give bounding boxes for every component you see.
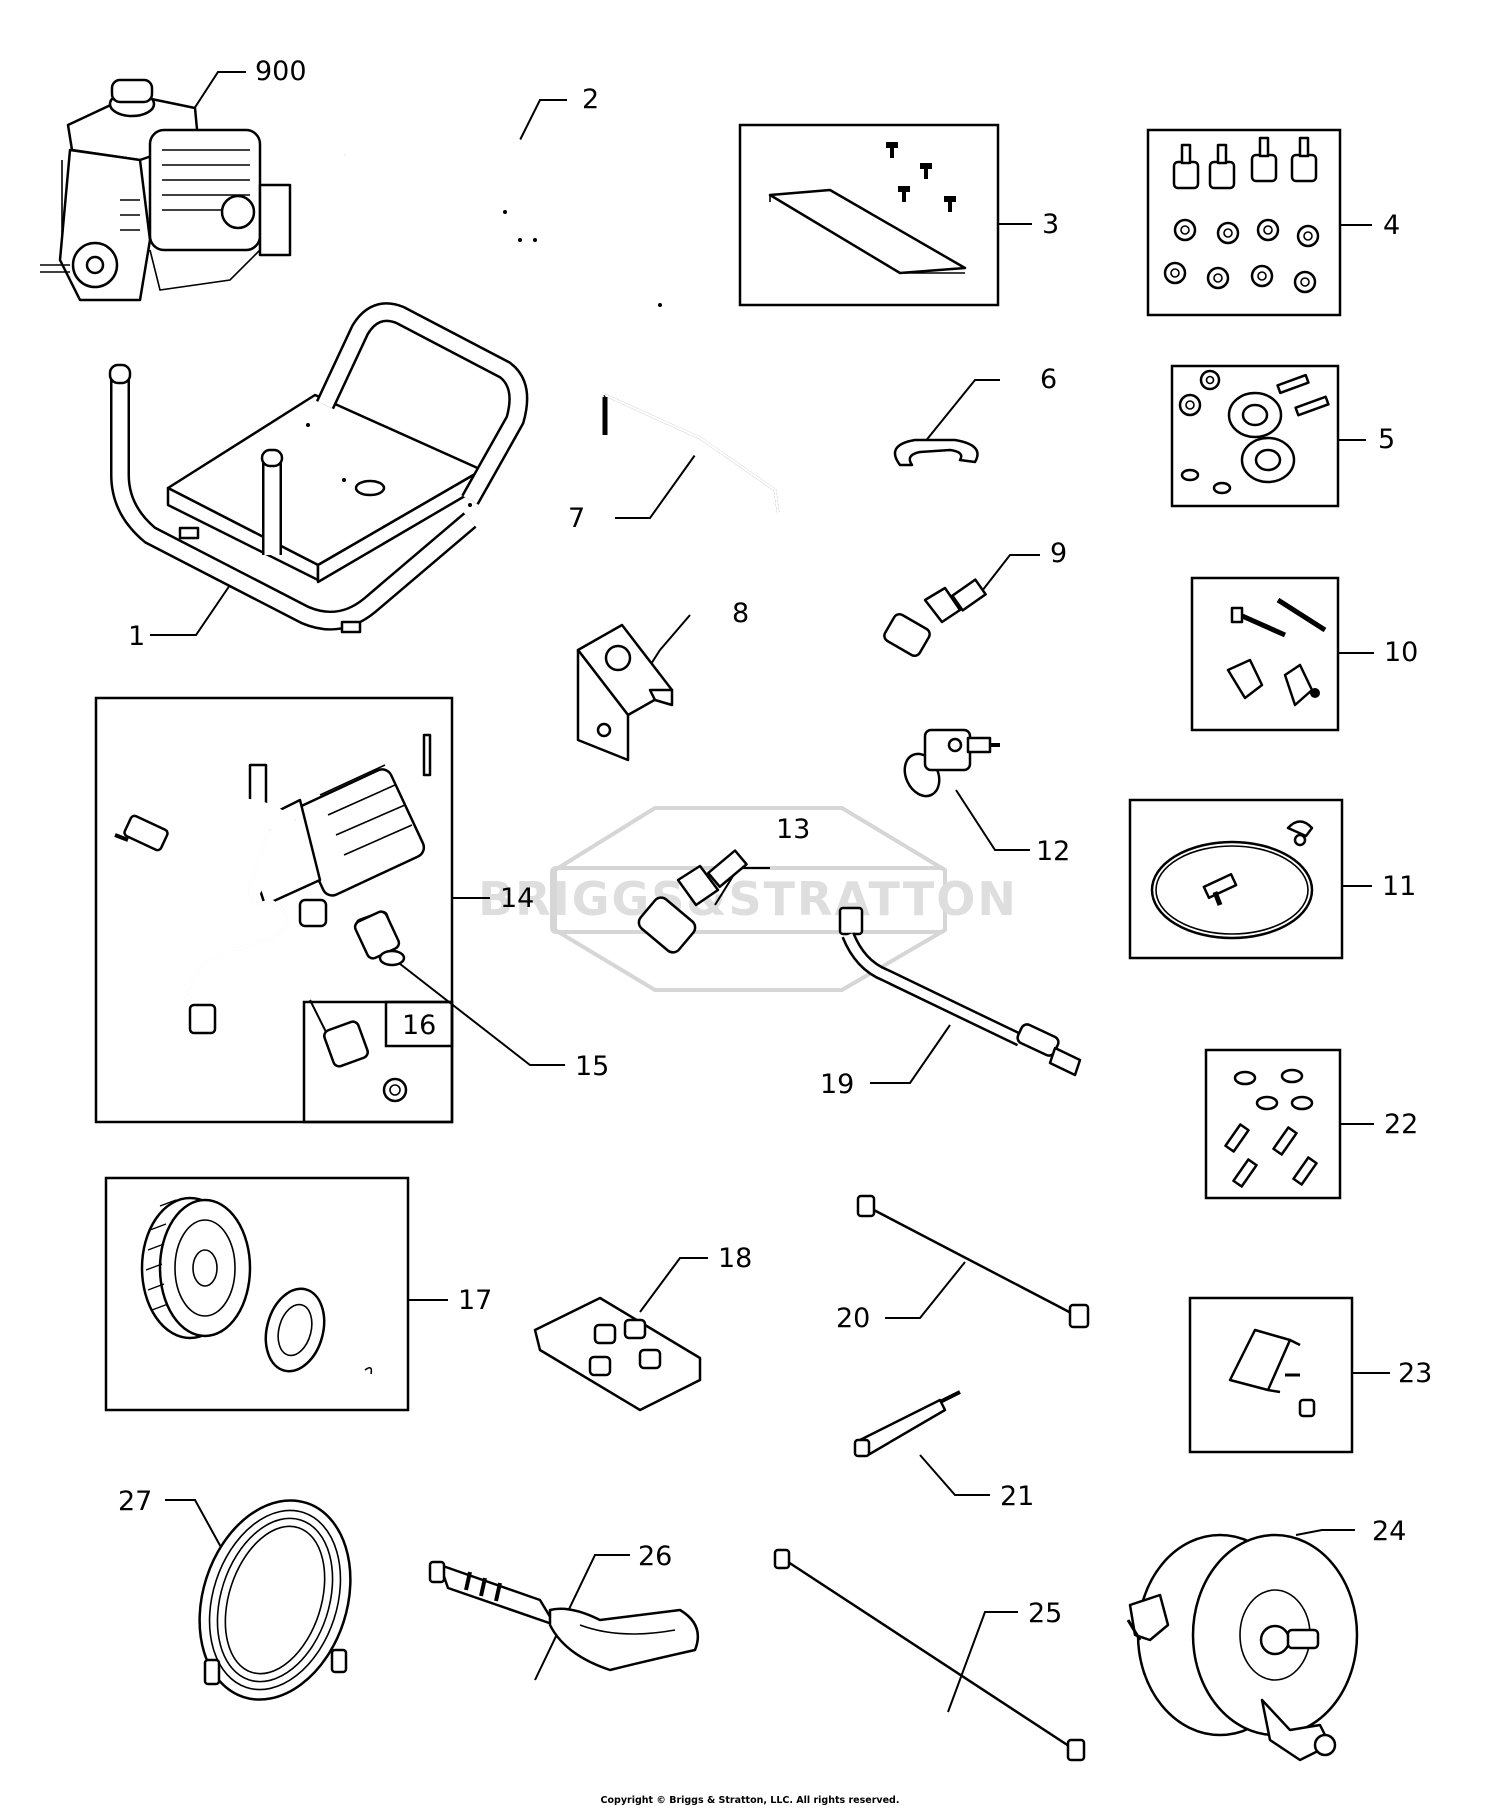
bolts-knobs-drawing [1226,597,1327,707]
part-label: 21 [1000,1481,1034,1512]
part-label: 26 [638,1541,672,1572]
part-label: 17 [458,1285,492,1316]
part-label: 23 [1398,1358,1432,1389]
wheel-drawing [140,1196,373,1375]
wheel-hardware-drawing [1178,369,1330,495]
wand-25-drawing [773,1548,1086,1762]
box-part-23 [1188,1296,1354,1454]
nozzle-bag-drawing [533,1296,702,1412]
part-label: 6 [1040,364,1057,395]
part-label: 16 [402,1010,436,1041]
part-label: 2 [582,84,599,115]
hose-assembly-drawing [838,906,1082,1077]
fitting-13-drawing [637,849,748,954]
hardware-22-drawing [1224,1068,1318,1188]
bracket-drawing [576,623,674,762]
mounts-nuts-drawing [1163,136,1320,294]
part-label: 9 [1050,538,1067,569]
part-label: 22 [1384,1109,1418,1140]
part-label: 5 [1378,424,1395,455]
part-label: 14 [500,883,534,914]
engine-drawing [40,78,292,302]
part-label: 15 [575,1051,609,1082]
plate-screws-drawing [768,142,967,275]
part-label: 7 [568,503,585,534]
fitting-15-drawing [353,910,406,967]
copyright-notice: Copyright © Briggs & Stratton, LLC. All … [601,1795,900,1806]
box-part-17 [104,1176,410,1412]
frame-drawing [108,302,529,634]
part-label: 12 [1036,836,1070,867]
part-label: 3 [1042,209,1059,240]
box-part-5 [1170,364,1340,508]
grip-drawing [853,1390,961,1458]
spray-gun-drawing [428,1560,700,1672]
part-label: 18 [718,1243,752,1274]
mount-bracket-drawing [1228,1328,1316,1418]
box-part-16-label [384,1000,454,1048]
part-label: 24 [1372,1516,1406,1547]
part-label: 20 [836,1303,870,1334]
rod-drawing [602,393,780,513]
part-label: 1 [128,621,145,652]
part-labels: 900 2 3 4 1 7 6 5 8 9 10 12 14 13 11 15 … [118,56,1432,1629]
box-part-10 [1190,576,1340,732]
box-part-14 [94,696,454,1124]
watermark-text: BRIGGS&STRATTON [478,872,1018,926]
part-label: 25 [1028,1598,1062,1629]
part-label: 19 [820,1069,854,1100]
hose-coil-drawing [198,1499,352,1701]
belt-drawing [1150,820,1314,940]
part-label: 13 [776,814,810,845]
wand-20-drawing [856,1194,1090,1329]
part-label: 11 [1382,871,1416,902]
box-part-16 [302,1000,454,1124]
part-label: 27 [118,1486,152,1517]
part-label: 900 [255,56,307,87]
hose-reel-drawing [1126,1533,1359,1762]
fitting-9-drawing [883,578,987,658]
box-part-3 [738,123,1000,307]
part-label: 10 [1384,637,1418,668]
clip-drawing [893,438,979,467]
part-label: 4 [1383,210,1400,241]
box-part-11 [1128,798,1344,960]
handle-drawing [336,135,670,320]
box-part-4 [1146,128,1342,317]
valve-drawing [903,728,1000,798]
pump-assembly-drawing [114,733,432,1035]
nut-washer-drawing [323,1020,408,1103]
box-part-22 [1204,1048,1342,1200]
watermark: BRIGGS&STRATTON [478,806,1018,992]
part-label: 8 [732,598,749,629]
